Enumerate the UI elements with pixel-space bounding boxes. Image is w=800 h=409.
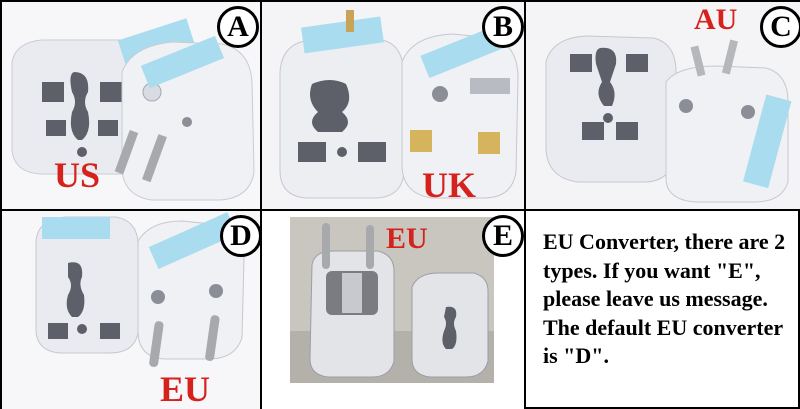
eu-schuko-adapter-photo <box>262 211 524 409</box>
panel-letter-badge: B <box>482 6 524 48</box>
grid-divider <box>2 209 798 211</box>
panel-letter-badge: C <box>760 6 800 48</box>
panel-letter-badge: D <box>220 215 260 257</box>
panel-letter-badge: A <box>217 6 259 48</box>
uk-adapter-photo <box>262 2 524 209</box>
panel-a-us: US A <box>2 2 260 209</box>
plug-type-label: AU <box>694 3 738 36</box>
panel-b-uk: UK B <box>262 2 524 209</box>
panel-letter-badge: E <box>482 215 524 257</box>
panel-e-eu: EU E <box>262 211 524 409</box>
grid-divider <box>524 2 526 407</box>
panel-c-au: AU C <box>526 2 800 209</box>
plug-type-label: EU <box>160 369 211 409</box>
plug-type-label: UK <box>422 165 476 205</box>
eu-converter-note: EU Converter, there are 2 types. If you … <box>543 229 786 368</box>
panel-d-eu: EU D <box>2 211 260 409</box>
grid-divider <box>260 2 262 407</box>
plug-type-label: EU <box>386 222 428 255</box>
plug-type-label: US <box>54 155 101 195</box>
eu-round-adapter-photo <box>2 211 260 409</box>
us-adapter-photo <box>2 2 260 209</box>
au-adapter-photo <box>526 2 800 209</box>
